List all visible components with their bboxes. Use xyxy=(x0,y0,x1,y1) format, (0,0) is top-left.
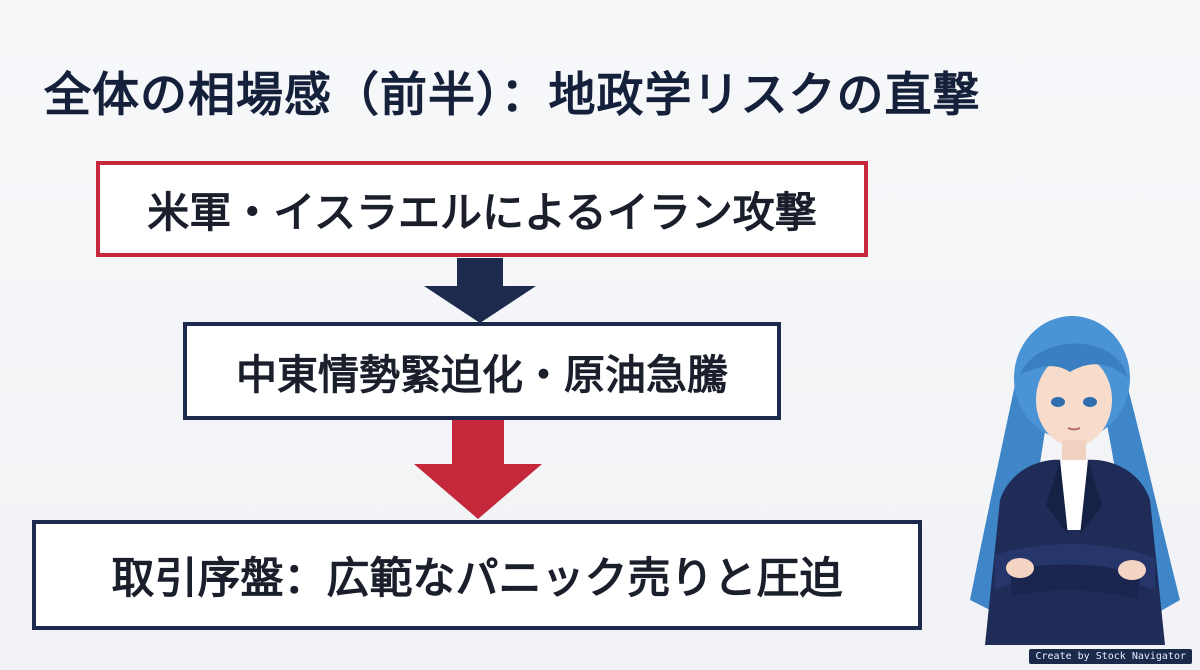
down-arrow-icon xyxy=(424,258,536,323)
arrow-shape-navy xyxy=(424,258,536,323)
arrow-shape-red xyxy=(414,420,542,519)
slide-title: 全体の相場感（前半）：地政学リスクの直撃 xyxy=(44,68,981,123)
flow-step-3: 取引序盤：広範なパニック売りと圧迫 xyxy=(32,520,922,630)
credit-badge: Create by Stock Navigator xyxy=(1029,649,1192,664)
businesswoman-illustration xyxy=(970,316,1180,645)
flow-step-1: 米軍・イスラエルによるイラン攻撃 xyxy=(96,161,868,257)
flow-step-2: 中東情勢緊迫化・原油急騰 xyxy=(183,322,781,420)
down-arrow-icon xyxy=(414,420,542,519)
